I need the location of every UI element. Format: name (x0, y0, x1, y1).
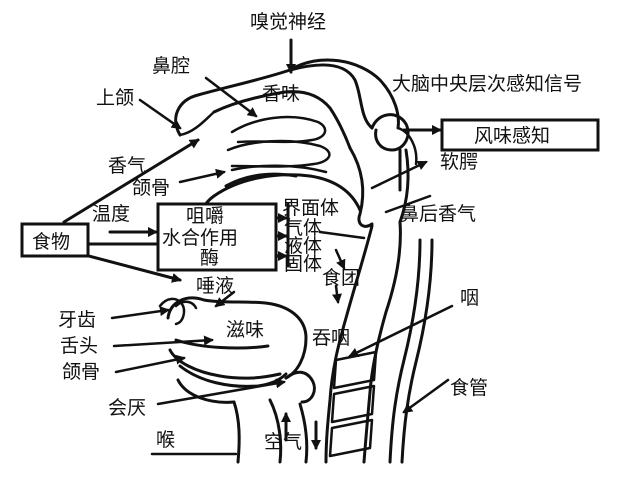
food-box (20, 222, 90, 258)
olfactory-nerve-label: 嗅觉神经 (250, 11, 326, 33)
interface-label-2: 气体 (284, 217, 322, 239)
interface-label-1: 界面体 (282, 197, 339, 219)
swallow-label: 吞咽 (312, 327, 350, 349)
interface-label-3: 液体 (284, 235, 322, 257)
food-label: 食物 (32, 231, 70, 253)
upper-jaw-bone-label: 颌骨 (132, 177, 170, 199)
text-labels: 嗅觉神经 鼻腔 上颌 香味 大脑中央层次感知信号 风味感知 香气 颌骨 软腭 温… (32, 11, 582, 453)
chewing-label-3: 酶 (200, 247, 219, 269)
soft-palate-label: 软腭 (440, 151, 478, 173)
flavor-perception-label: 风味感知 (474, 125, 550, 147)
vertebrae (328, 350, 378, 458)
upper-jaw-label: 上颌 (96, 87, 134, 109)
teeth-label: 牙齿 (58, 309, 96, 331)
connector-arrows (62, 38, 454, 456)
saliva-label: 唾液 (196, 275, 234, 297)
lower-jaw-bone-label: 颌骨 (62, 361, 100, 383)
aroma-label: 香味 (262, 83, 300, 105)
air-label-1: 空气 (264, 431, 302, 453)
flavor-perception-box (440, 118, 600, 152)
esophagus-label: 食管 (450, 377, 488, 399)
tongue-label: 舌头 (60, 335, 98, 357)
head-anatomy-outline (158, 58, 434, 464)
chewing-box (156, 202, 278, 272)
chewing-label-2: 水合作用 (162, 227, 238, 249)
taste-label: 滋味 (226, 319, 264, 341)
epiglottis-label: 会厌 (108, 397, 146, 419)
interface-label-4: 固体 (284, 253, 322, 275)
nasal-cavity-label: 鼻腔 (152, 55, 190, 77)
retronasal-aroma-label: 鼻后香气 (400, 203, 476, 225)
brain-signal-label: 大脑中央层次感知信号 (392, 73, 582, 95)
fragrance-gas-label: 香气 (108, 155, 146, 177)
pharynx-label: 咽 (460, 287, 479, 309)
temperature-label: 温度 (92, 203, 130, 225)
air-label-text: 空气 (264, 431, 302, 453)
chewing-label-1: 咀嚼 (186, 205, 224, 227)
fragrance-gas-arrow (62, 138, 200, 224)
larynx-label: 喉 (156, 429, 175, 451)
bolus-label: 食团 (322, 267, 360, 289)
